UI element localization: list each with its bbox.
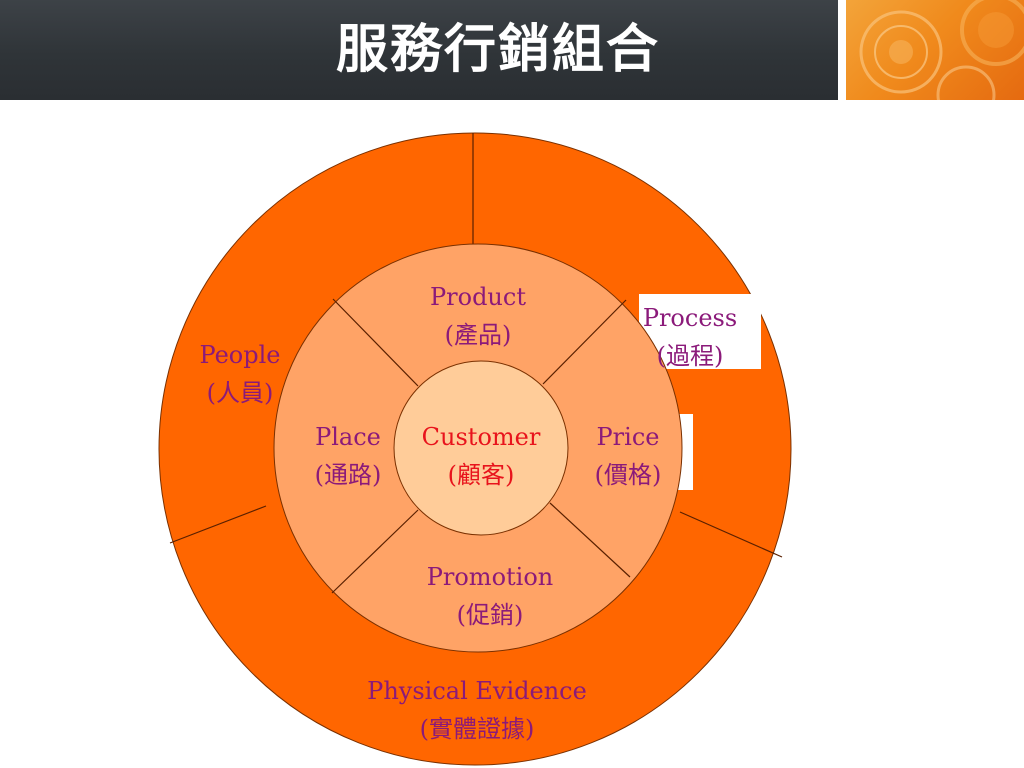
center-label-en: Customer xyxy=(422,423,541,451)
outer-divider-left xyxy=(169,505,267,544)
physical-evidence-label-en: Physical Evidence xyxy=(367,677,587,705)
price-label-en: Price xyxy=(597,423,660,451)
process-label-zh: (過程) xyxy=(657,342,724,370)
product-label-en: Product xyxy=(430,283,526,311)
product-label-zh: (產品) xyxy=(445,321,512,349)
middle-divider-top-right xyxy=(542,299,627,385)
physical-evidence-label-zh: (實體證據) xyxy=(420,715,535,743)
title-gap xyxy=(838,0,846,100)
promotion-label-zh: (促銷) xyxy=(457,601,524,629)
people-label-zh: (人員) xyxy=(207,379,274,407)
slide-title: 服務行銷組合 xyxy=(335,19,660,80)
title-bar xyxy=(0,0,838,100)
center-circle xyxy=(393,360,569,536)
middle-divider-bottom-right xyxy=(549,502,631,578)
decorative-circles-icon xyxy=(859,0,1024,100)
process-label-en: Process xyxy=(643,304,737,332)
decorative-orange-panel xyxy=(846,0,1024,100)
middle-divider-top-left xyxy=(332,298,419,387)
people-label-en: People xyxy=(200,341,281,369)
outer-divider-right xyxy=(679,511,783,558)
place-label-en: Place xyxy=(315,423,381,451)
price-label-zh: (價格) xyxy=(595,461,662,489)
center-label-zh: (顧客) xyxy=(448,461,515,489)
middle-divider-bottom-left xyxy=(331,509,419,594)
place-label-zh: (通路) xyxy=(315,461,382,489)
promotion-label-en: Promotion xyxy=(427,563,554,591)
